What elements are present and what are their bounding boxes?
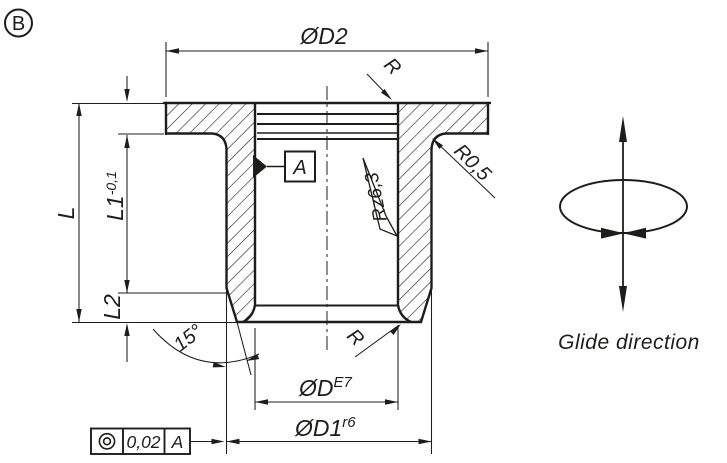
radius-top-text: R <box>379 54 405 80</box>
part-outline <box>162 101 492 324</box>
arrow-down-icon <box>76 309 82 322</box>
dimension-l-text: L <box>53 207 79 220</box>
dimension-d-text: ØDE7 <box>298 374 353 401</box>
hatch-region-right <box>398 104 488 322</box>
arrow-right-icon <box>418 438 432 445</box>
datum-box <box>284 150 316 183</box>
arrow-down-icon <box>124 280 130 293</box>
dimension-l1: L1-0,1 <box>102 76 130 293</box>
radius-bottom-text: R <box>342 325 368 351</box>
dimension-l1-text: L1-0,1 <box>102 171 128 221</box>
glide-up-arrow-icon <box>619 116 627 142</box>
arrow-icon <box>212 362 226 368</box>
tolerance-datum-text: A <box>171 432 184 452</box>
tolerance-value-text: 0,02 <box>126 432 160 452</box>
view-label-circle <box>4 8 33 38</box>
dimension-l1-tolerance: -0,1 <box>103 171 119 195</box>
surface-roughness: Rz6,3 <box>361 157 399 238</box>
glide-direction-text: Glide direction <box>558 331 700 354</box>
tolerance-frame-box <box>90 427 191 455</box>
tolerance-frame: 0,02 A <box>90 427 225 455</box>
dimension-angle-text: 15° <box>170 320 207 356</box>
dimension-l1-value: L1 <box>102 195 128 221</box>
extension-lines <box>72 42 489 454</box>
part-section-view <box>162 86 492 350</box>
dimension-d1-text: ØD1r6 <box>294 414 356 441</box>
arrow-left-icon <box>226 438 240 445</box>
arrow-flange-icon <box>124 89 130 102</box>
arrow-icon <box>432 138 443 149</box>
dimension-l: L <box>53 103 82 322</box>
dimension-d: ØDE7 <box>255 374 398 405</box>
dimension-d1-tolerance: r6 <box>342 414 356 431</box>
radius-r05-text: R0,5 <box>450 140 496 186</box>
arrow-icon <box>211 438 225 445</box>
arrow-right-icon <box>385 399 398 405</box>
arrow-icon <box>246 354 260 361</box>
dimension-d-value: ØD <box>298 375 334 401</box>
dimension-l2: L2 <box>99 294 130 362</box>
rotation-arrow-left-icon <box>601 227 624 239</box>
arrow-left-icon <box>255 399 268 405</box>
dimension-l2-text: L2 <box>99 294 125 320</box>
arrow-icon <box>390 324 401 335</box>
glide-direction-symbol: Glide direction <box>558 116 700 354</box>
radius-callout-r05: R0,5 <box>432 138 496 199</box>
view-label: B <box>4 8 33 38</box>
dimension-d1-value: ØD1 <box>294 415 342 441</box>
view-label-text: B <box>12 13 25 35</box>
datum-feature: A <box>253 150 316 183</box>
dimension-d1: ØD1r6 <box>226 414 432 445</box>
radius-callout-top: R <box>366 54 405 100</box>
surface-roughness-icon <box>362 157 399 238</box>
arrow-icon <box>381 89 392 100</box>
arrow-up-icon <box>124 323 130 336</box>
hatch-region-left <box>166 104 255 322</box>
arrow-right-icon <box>475 48 488 54</box>
glide-down-arrow-icon <box>619 286 627 312</box>
dimension-d-tolerance: E7 <box>334 374 353 391</box>
rotation-arrow-right-icon <box>623 227 646 239</box>
arrow-up-icon <box>76 103 82 116</box>
rotation-ellipse-icon <box>559 179 688 234</box>
dimension-d2: ØD2 <box>166 23 488 54</box>
surface-roughness-text: Rz6,3 <box>361 170 391 223</box>
concentricity-icon <box>98 432 116 450</box>
radius-callout-bottom: R <box>342 324 401 358</box>
arrow-left-icon <box>166 48 179 54</box>
datum-triangle-icon <box>253 155 267 178</box>
dimension-d2-text: ØD2 <box>299 23 348 49</box>
arrow-up-icon <box>124 135 130 148</box>
datum-text: A <box>292 157 306 179</box>
